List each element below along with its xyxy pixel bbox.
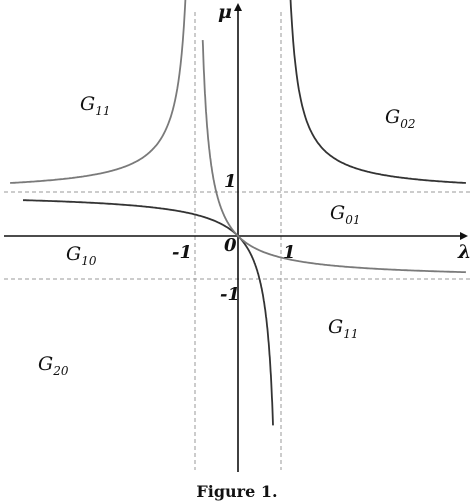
region-label-g20: G20 <box>38 353 69 378</box>
tick-label-lambda-pos-one: 1 <box>283 242 296 263</box>
region-label-g02: G02 <box>385 106 415 131</box>
gray-curve-lower-left <box>10 0 187 184</box>
dashed-guides <box>4 12 470 470</box>
gray-curve-upper-center <box>201 40 239 237</box>
tick-label-mu-pos-one: 1 <box>224 171 237 192</box>
tick-label-origin: 0 <box>224 235 237 256</box>
mu-axis-arrow <box>234 3 242 11</box>
curves <box>10 0 466 426</box>
region-label-g11-lower: G11 <box>328 316 358 341</box>
dark-curve-left-middle <box>23 199 239 237</box>
lambda-axis-arrow <box>460 232 468 240</box>
region-label-g01: G01 <box>330 202 360 227</box>
axis-label-mu: μ <box>218 1 232 23</box>
axes <box>4 3 468 472</box>
axis-label-lambda: λ <box>457 241 471 263</box>
dark-curve-lower-center <box>237 235 274 426</box>
region-label-g10: G10 <box>66 243 97 268</box>
dark-curve-upper-right <box>289 0 466 184</box>
tick-label-mu-neg-one: -1 <box>220 284 240 305</box>
tick-label-lambda-neg-one: -1 <box>172 242 192 263</box>
figure-caption: Figure 1. <box>196 482 278 501</box>
gray-curve-right-middle <box>237 235 466 274</box>
region-label-g11-upper: G11 <box>80 93 110 118</box>
